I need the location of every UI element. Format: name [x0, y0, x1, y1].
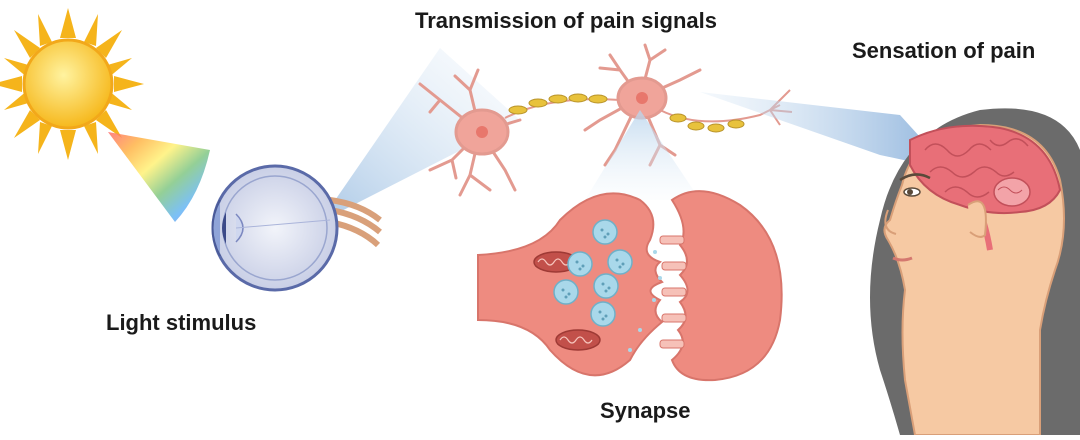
sun-icon [0, 8, 144, 160]
signal-beam-neuron-to-synapse [585, 110, 700, 200]
rainbow-spectrum [108, 132, 210, 222]
signal-beam-neuron-to-brain [700, 92, 950, 170]
axon-myelin [659, 89, 793, 133]
sensation-label: Sensation of pain [852, 38, 1036, 63]
neuron-icon [418, 68, 522, 197]
eye-icon [211, 164, 382, 292]
axon-myelin [504, 93, 621, 119]
head-with-brain-icon [870, 108, 1080, 436]
light-stimulus-label: Light stimulus [106, 310, 257, 335]
synapse-label: Synapse [600, 398, 691, 423]
synapse-icon [477, 190, 783, 382]
transmission-label: Transmission of pain signals [415, 8, 717, 33]
